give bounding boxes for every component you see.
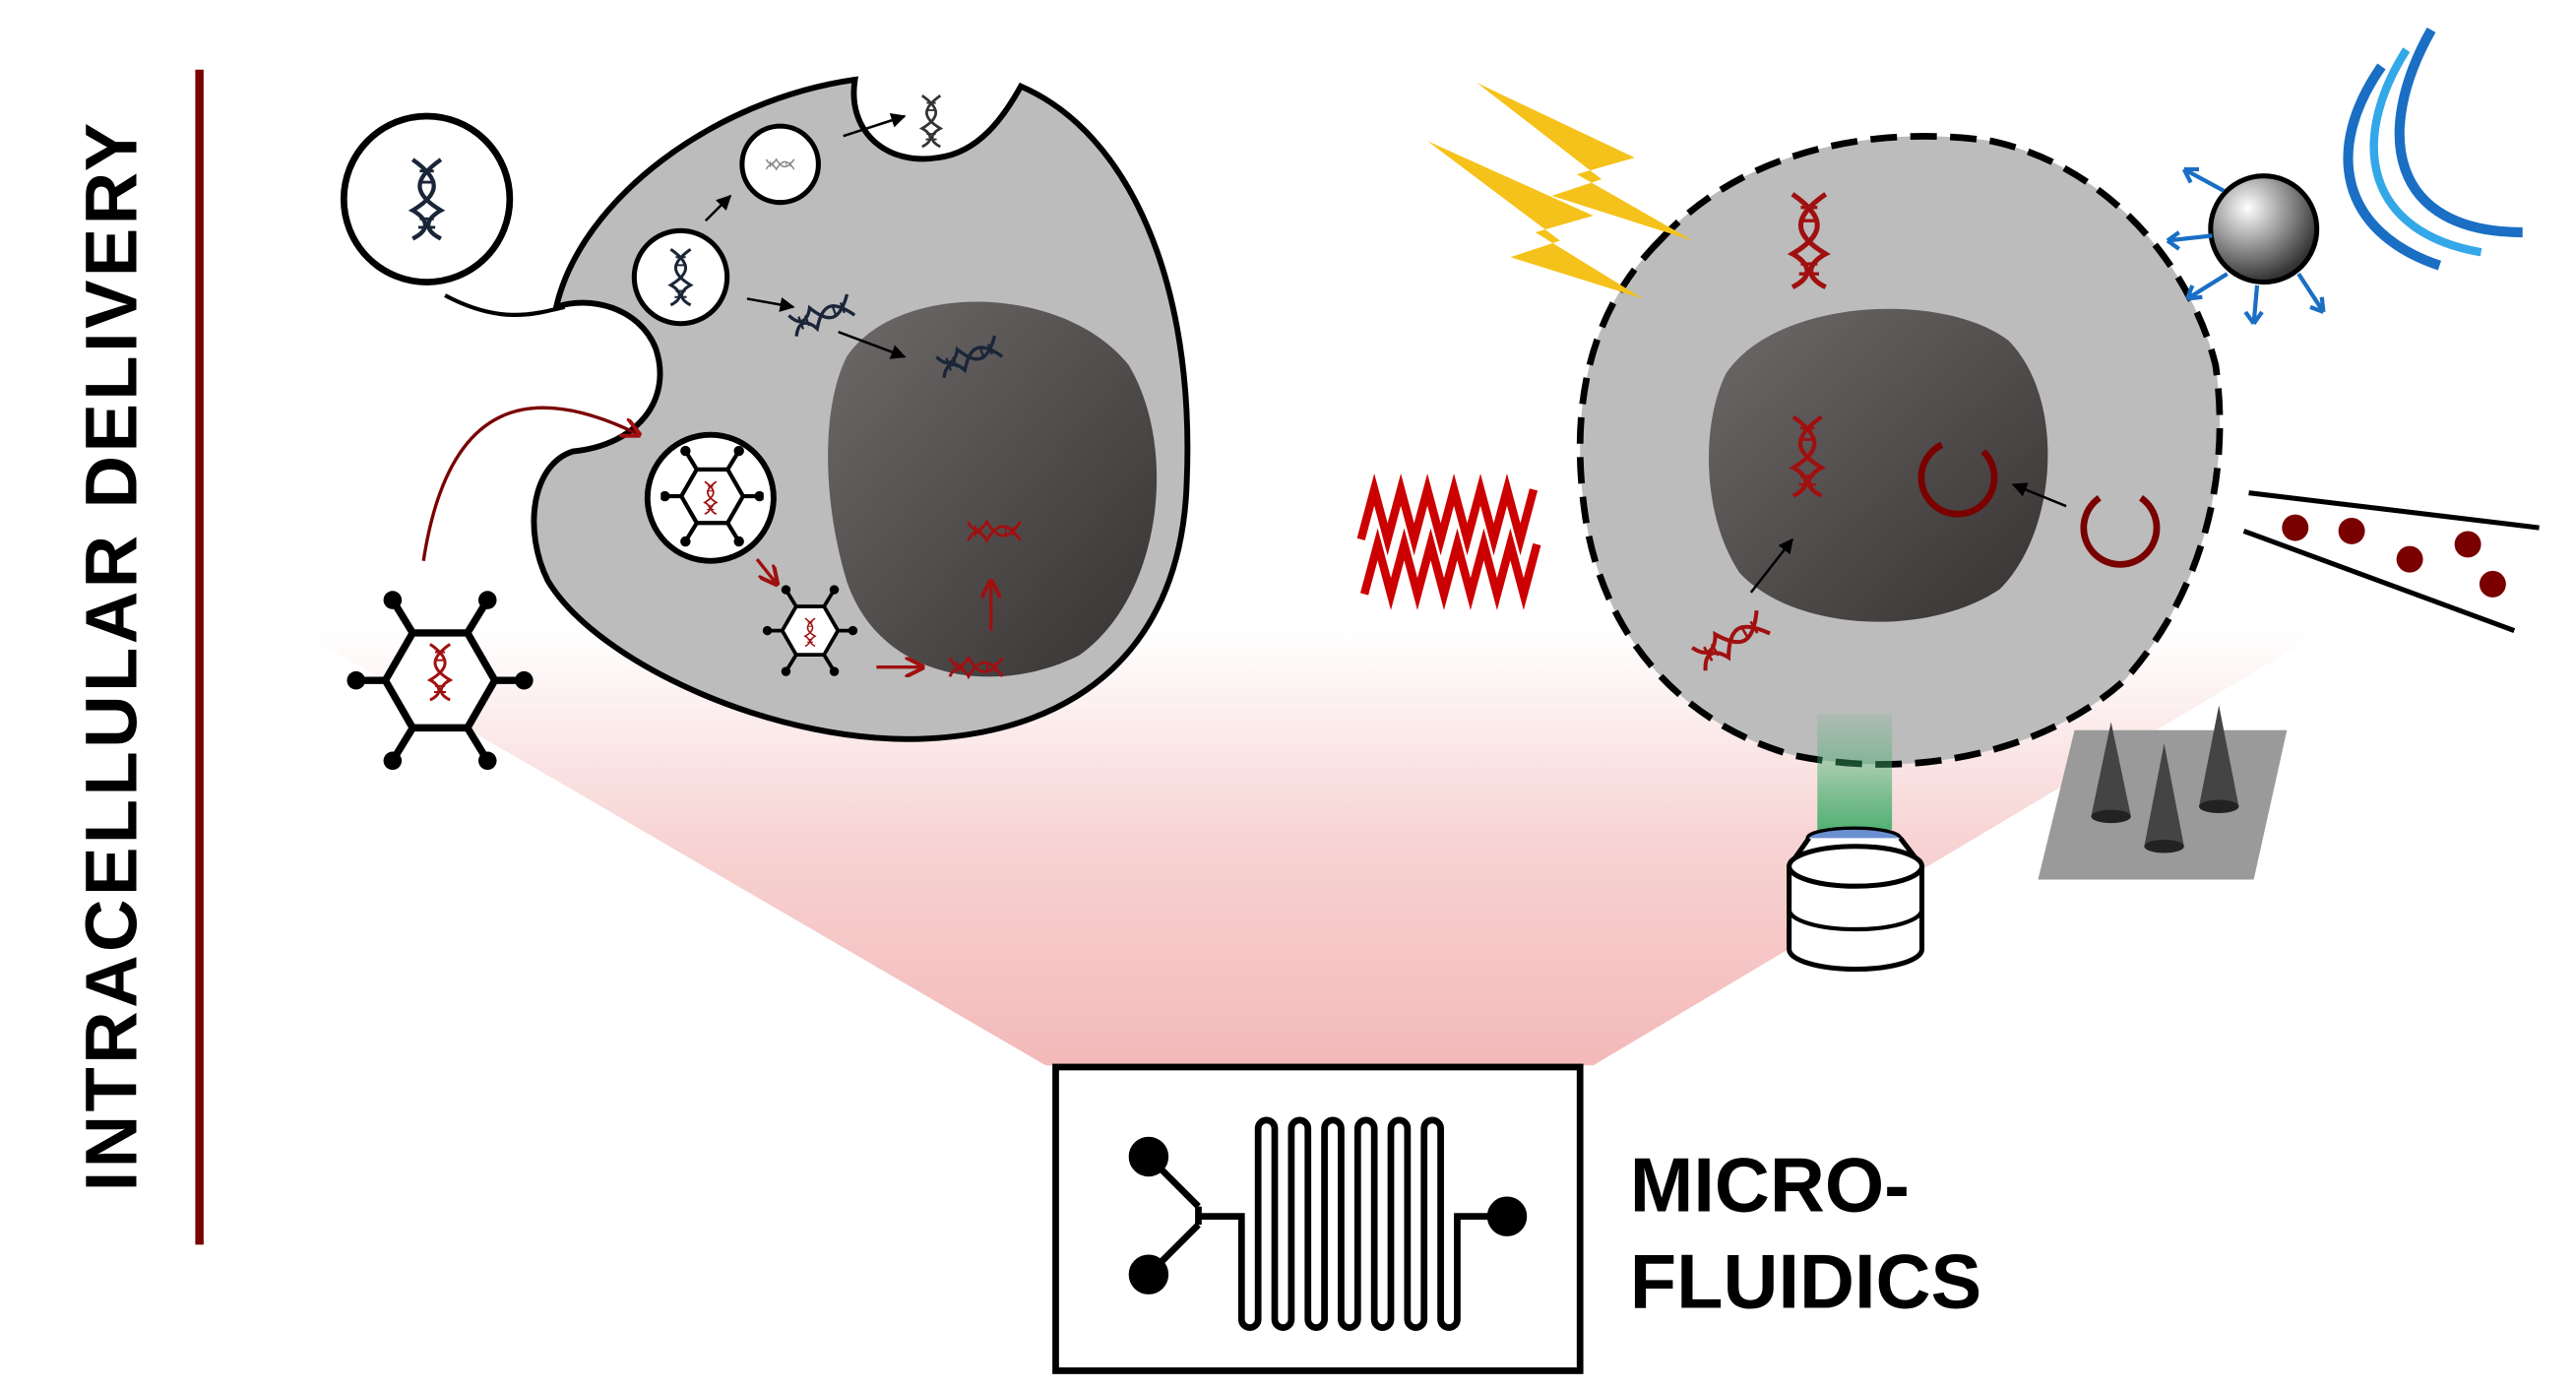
heat-wave-icon [1356,473,1541,610]
lightning-icon-2 [1427,141,1644,299]
nanoinjection-needle-icon [2242,490,2540,633]
microneedle-array-icon [2038,705,2288,880]
plasmid-icon [1917,441,2161,568]
microbubble-icon [2208,173,2320,285]
right-nucleus [1708,308,2048,622]
bubble-arrows [2166,166,2326,325]
ultrasound-icon [2343,27,2523,271]
microfluidics-label-line2: FLUIDICS [1630,1239,1981,1324]
free-dna [340,112,566,317]
lightning-icon [1476,83,1693,241]
title-text: INTRACELLULAR DELIVERY [71,119,153,1191]
left-nucleus [828,301,1158,677]
viral-endosome [644,431,1021,677]
viral-entry-arrow [421,406,639,562]
microscope-objective-icon [1787,713,1924,972]
microfluidics-label-line1: MICRO- [1630,1144,1910,1229]
endosome-icon [631,94,942,327]
microfluidic-chip-icon [1128,1116,1528,1331]
dna-icon [746,294,1002,378]
